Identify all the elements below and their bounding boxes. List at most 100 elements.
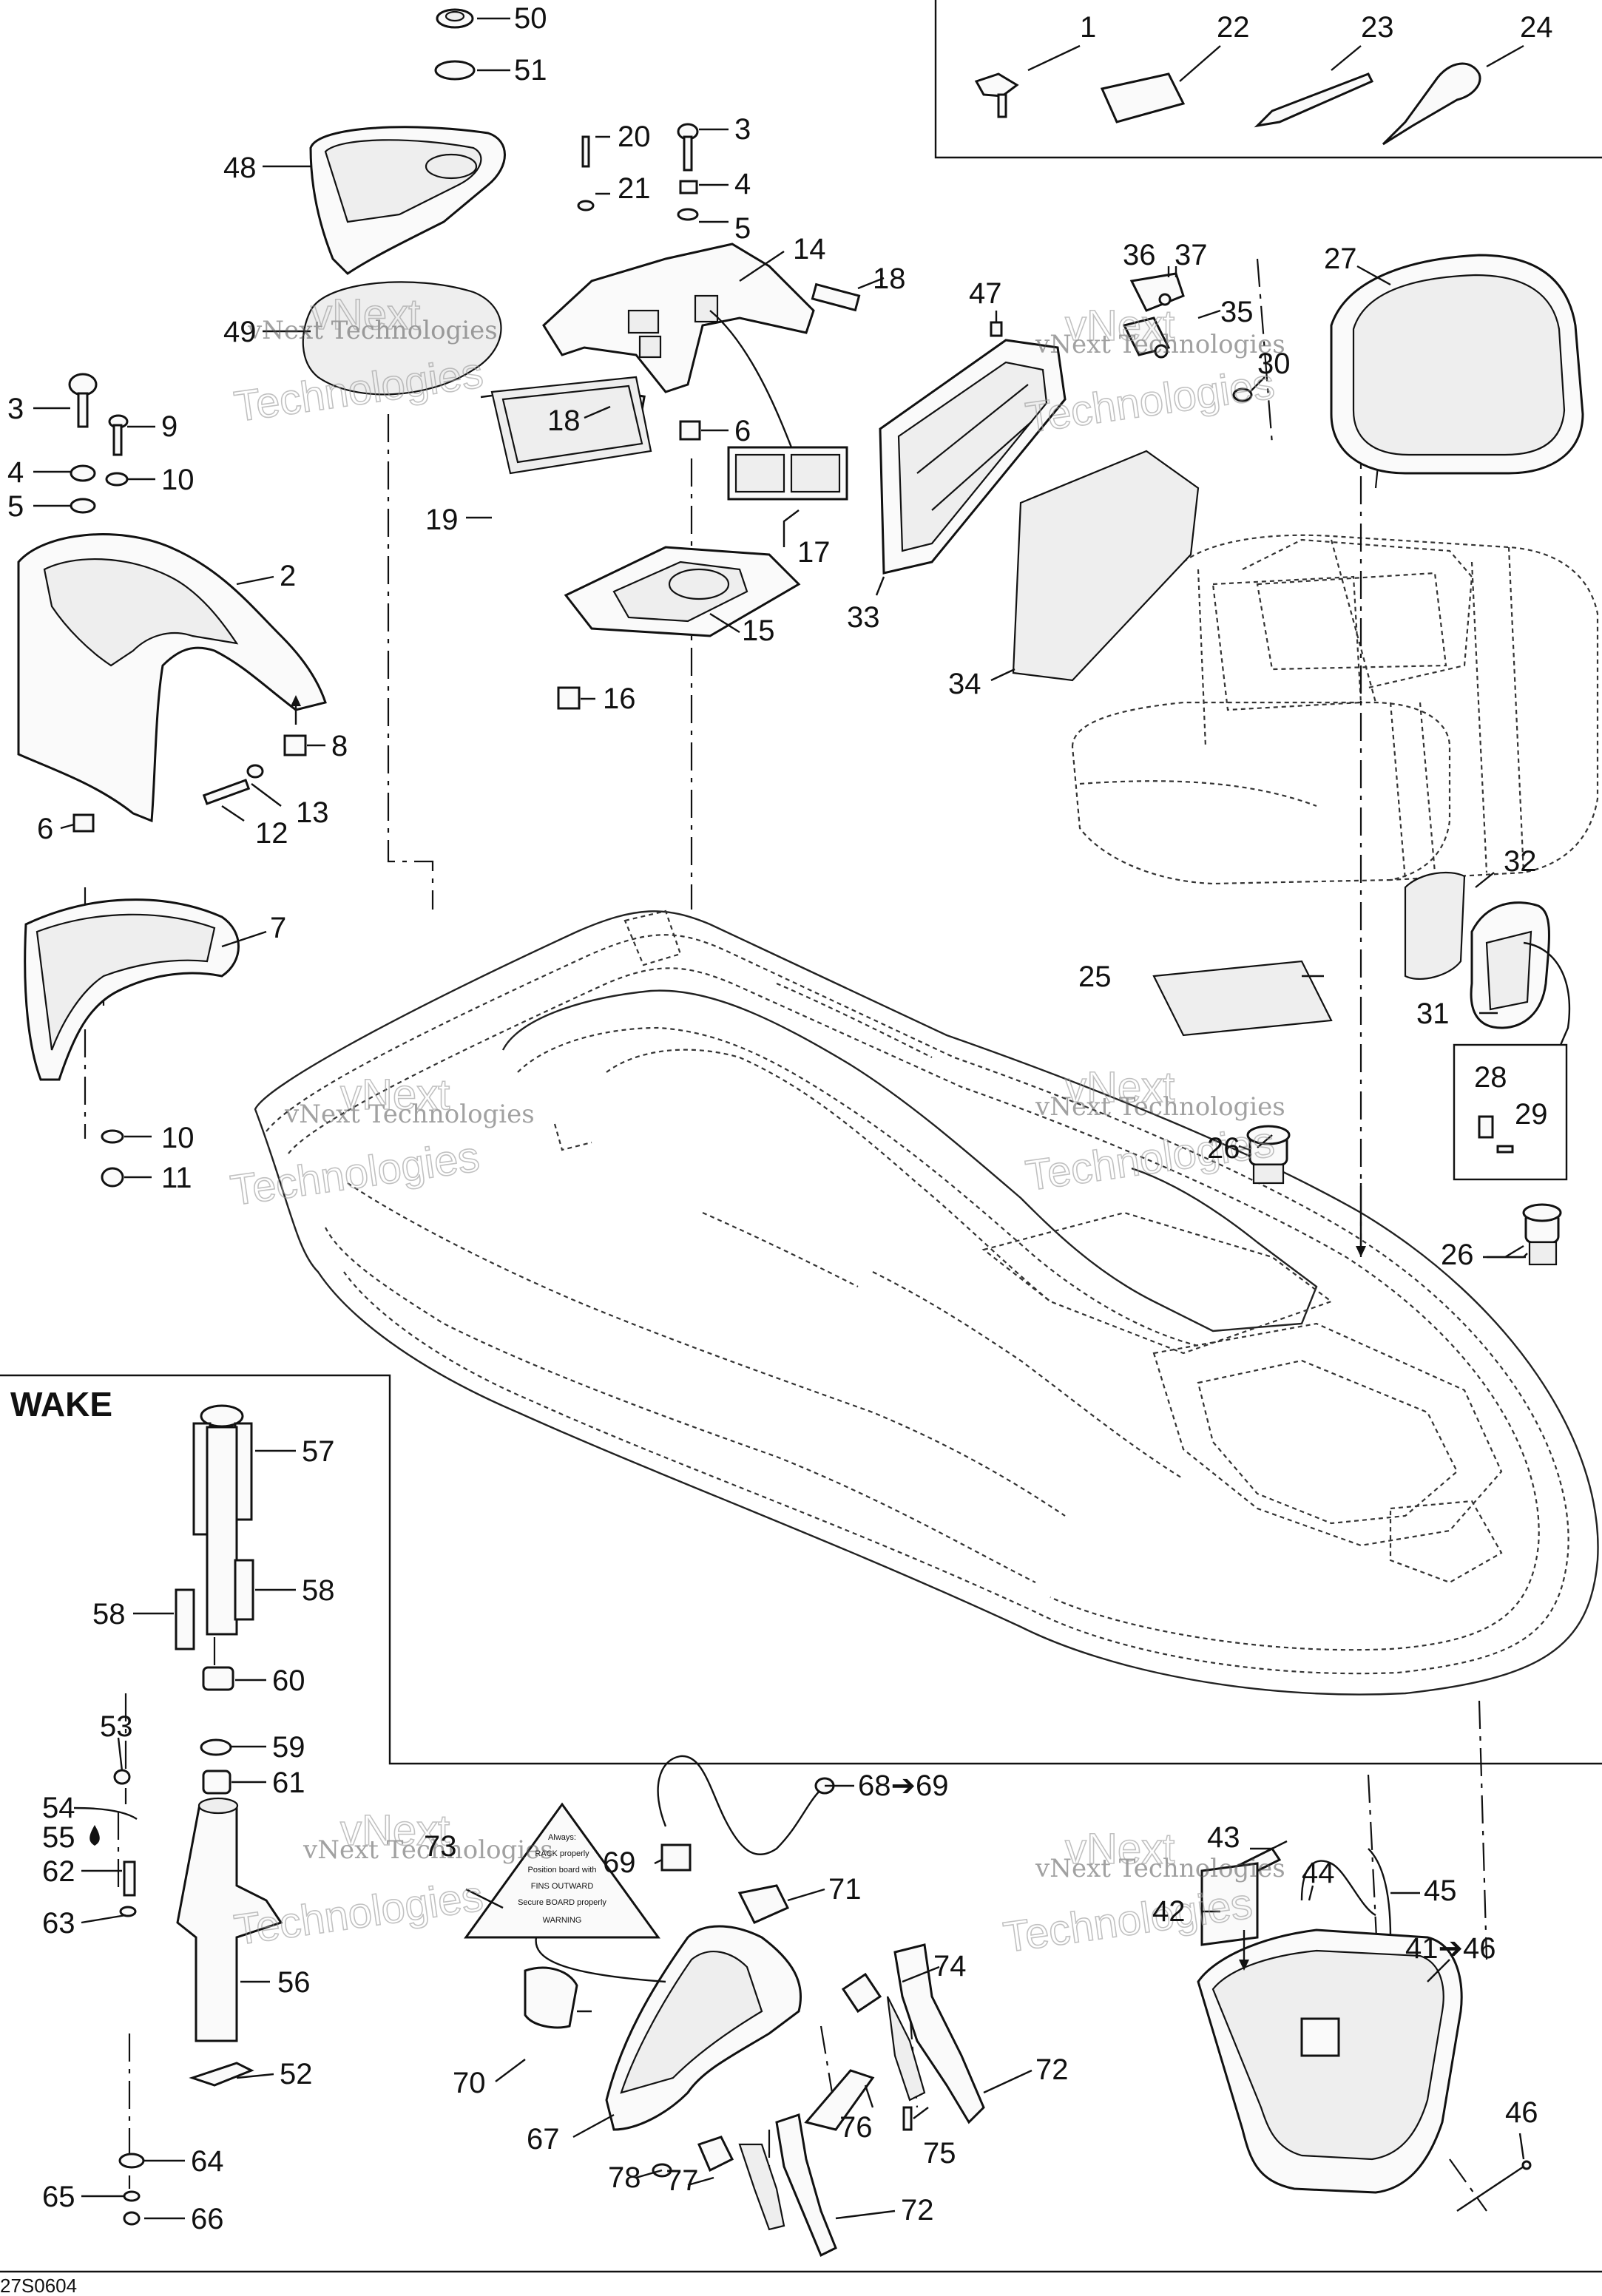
bushing-61: [202, 1770, 231, 1795]
callout-25: 25: [1078, 961, 1112, 993]
sleeve-58-right: [234, 1559, 254, 1621]
screw-47: [990, 321, 1003, 337]
callout-3-left: 3: [7, 393, 24, 425]
callout-26-center: 26: [1207, 1132, 1240, 1165]
callout-16: 16: [603, 683, 636, 715]
tie-wrap-23: [1254, 72, 1374, 128]
callout-20: 20: [618, 121, 651, 153]
pad-18-right: [811, 282, 861, 312]
screw-9: [108, 414, 129, 456]
strap-44: [1300, 1860, 1376, 1917]
reference-code: 27S0604: [0, 2275, 77, 2296]
screw-75: [902, 2106, 913, 2131]
watermark-text-2: vNext Technologies: [1035, 330, 1285, 359]
callout-67: 67: [527, 2123, 560, 2156]
callout-4-left: 4: [7, 456, 24, 489]
callout-46: 46: [1505, 2096, 1538, 2129]
callout-57: 57: [302, 1435, 335, 1468]
washer-21: [577, 200, 595, 211]
decal-73-line4: FINS OUTWARD: [531, 1882, 594, 1891]
push-rivet-1: [974, 72, 1019, 118]
callout-42: 42: [1152, 1895, 1186, 1928]
screw-3-center: [677, 123, 699, 172]
callout-17: 17: [797, 536, 831, 569]
callout-18-left: 18: [547, 404, 581, 437]
callout-10-bottom: 10: [161, 1122, 195, 1154]
bracket-74: [841, 1972, 882, 2014]
grommet-50: [436, 8, 474, 29]
nut-11: [101, 1167, 124, 1188]
nut-30: [1232, 387, 1253, 402]
pad-76: [804, 2069, 875, 2131]
decal-73-line1: Always:: [548, 1833, 576, 1842]
callout-22: 22: [1217, 11, 1250, 44]
callout-76: 76: [839, 2111, 873, 2144]
battery-box-41: [1197, 1928, 1463, 2194]
bracket-14: [542, 243, 815, 393]
cable-68: [657, 1755, 835, 1856]
watermark-big-3b: Technologies: [228, 1132, 482, 1214]
post-57: [192, 1404, 253, 1636]
side-panel-7: [24, 898, 240, 1081]
callout-63: 63: [42, 1907, 75, 1940]
watermark-big-1a: vNext: [311, 291, 420, 339]
callout-59: 59: [272, 1731, 305, 1764]
hull-outline: [254, 910, 1599, 1696]
callout-69: 69: [603, 1846, 636, 1879]
callout-73: 73: [424, 1830, 457, 1863]
latch-35-36-37: [1122, 272, 1185, 359]
callout-56: 56: [277, 1966, 311, 1999]
callout-52: 52: [280, 2058, 313, 2090]
callout-13: 13: [296, 796, 329, 829]
callout-45: 45: [1424, 1875, 1457, 1907]
callout-54: 54: [42, 1792, 75, 1824]
watermarks: vNext Technologies vNext Technologies vN…: [227, 290, 1285, 1962]
callout-28: 28: [1474, 1061, 1507, 1094]
callout-5-left: 5: [7, 490, 24, 523]
callout-29: 29: [1515, 1098, 1548, 1131]
seal-51: [434, 60, 476, 81]
bushing-60: [202, 1666, 234, 1691]
washer-5-left: [70, 498, 96, 514]
sleeve-58-left: [175, 1588, 195, 1650]
watermark-big-4a: vNext: [1065, 1063, 1175, 1111]
watermark-text-6: vNext Technologies: [1035, 1854, 1285, 1883]
callout-31: 31: [1416, 998, 1450, 1030]
callout-70: 70: [453, 2067, 486, 2099]
callout-64: 64: [191, 2145, 224, 2178]
o-ring-59: [200, 1738, 232, 1756]
washer-64: [118, 2153, 145, 2169]
callout-2: 2: [280, 560, 296, 592]
nut-4-center: [679, 180, 698, 194]
gasket-49: [302, 281, 502, 396]
callout-30: 30: [1257, 348, 1291, 380]
nut-8: [283, 734, 307, 756]
cap-52: [189, 2062, 254, 2087]
bolt-12: [202, 779, 251, 805]
callout-33: 33: [847, 601, 880, 634]
cover-31: [1470, 901, 1550, 1029]
rack-67: [605, 1925, 802, 2131]
nut-16: [557, 686, 581, 710]
pad-42: [1200, 1862, 1259, 1946]
callout-37: 37: [1175, 239, 1208, 271]
callout-4-center: 4: [734, 168, 751, 200]
screw-62: [123, 1860, 136, 1897]
callout-68: 68➔69: [858, 1770, 949, 1802]
screw-53: [113, 1769, 131, 1785]
strap-72-lower: [738, 2113, 837, 2258]
callout-72-upper: 72: [1035, 2053, 1069, 2086]
connector-22: [1100, 72, 1186, 123]
callout-10-top: 10: [161, 464, 195, 496]
callout-32: 32: [1504, 845, 1537, 878]
washer-65: [123, 2190, 141, 2202]
bracket-77: [697, 2136, 734, 2173]
callout-1: 1: [1080, 11, 1096, 44]
tray-15: [564, 546, 801, 637]
callout-41: 41➔46: [1405, 1932, 1496, 1965]
callout-77: 77: [666, 2164, 699, 2197]
callout-24: 24: [1520, 11, 1553, 44]
arrow-hull: [1356, 1183, 1366, 1257]
callout-36: 36: [1123, 239, 1156, 271]
washer-63: [119, 1906, 137, 1917]
